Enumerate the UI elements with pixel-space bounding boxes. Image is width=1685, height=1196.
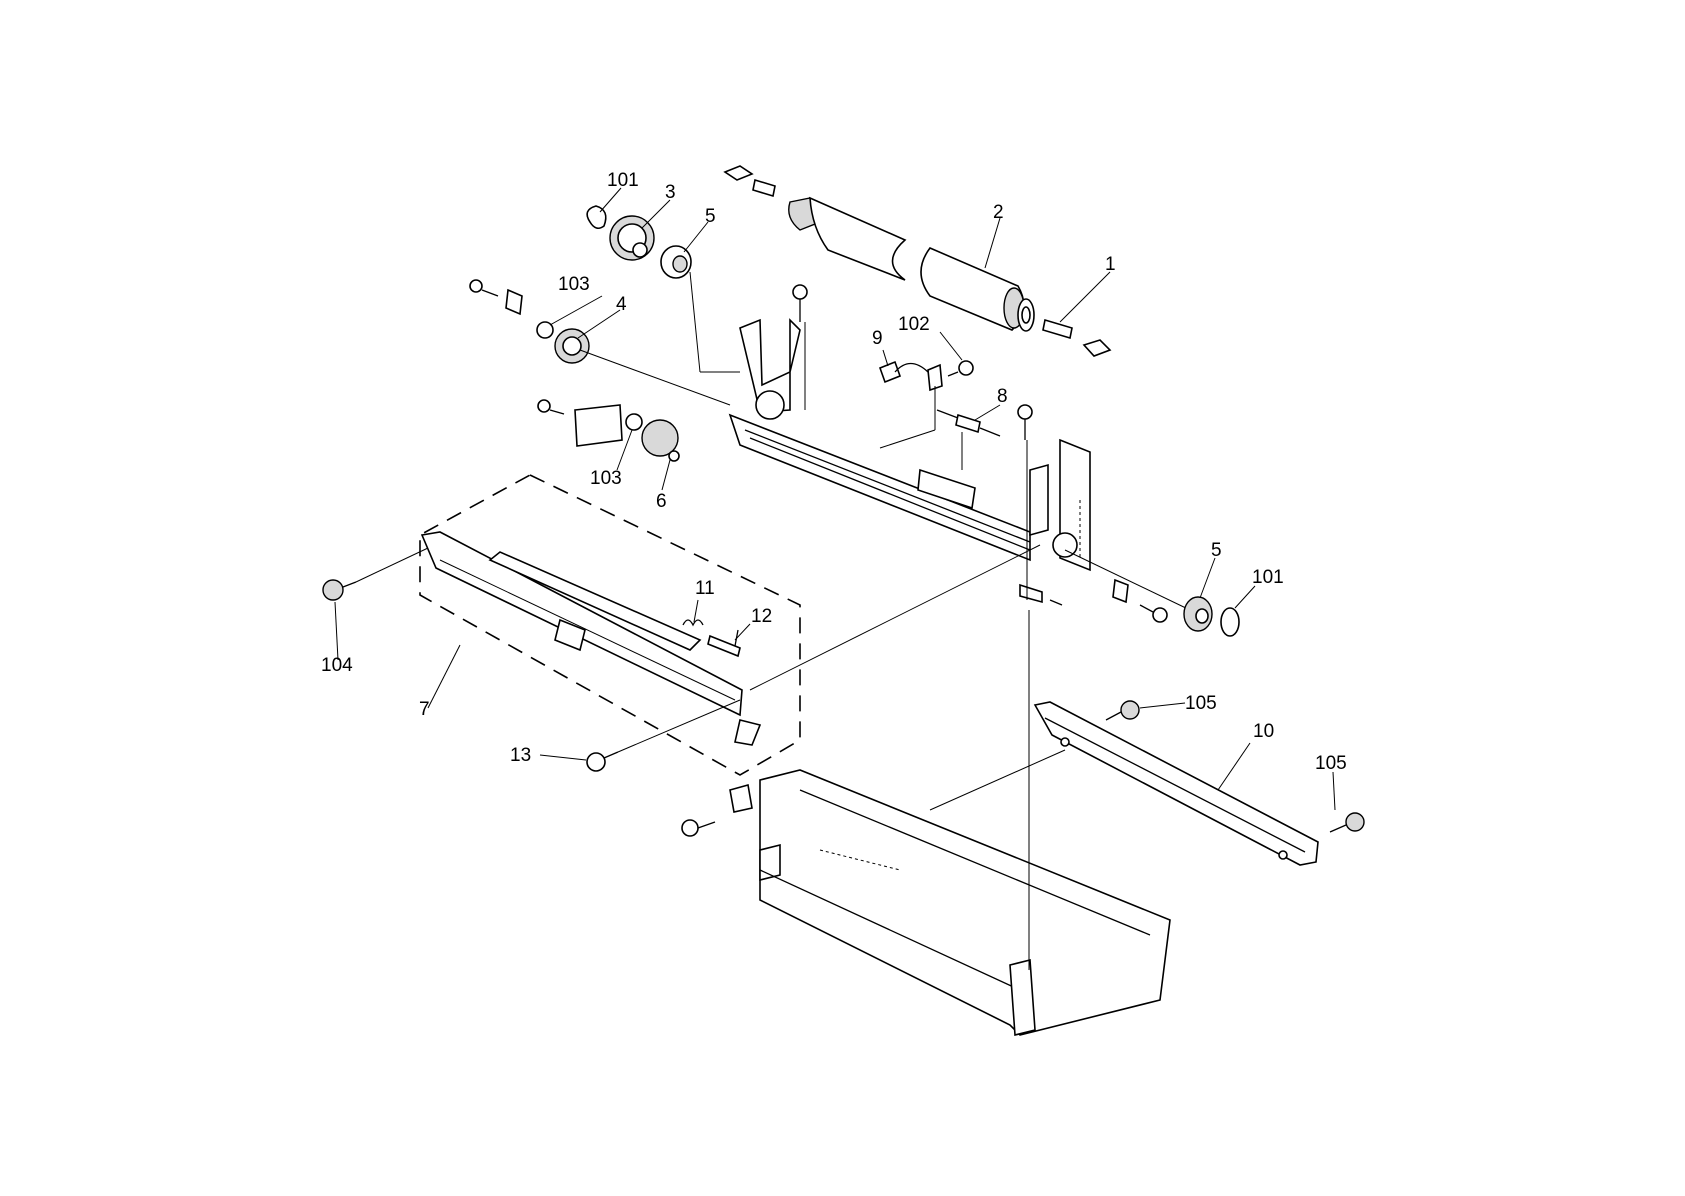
screw-part-105a bbox=[1106, 701, 1139, 720]
screw-left-upper bbox=[470, 280, 522, 314]
callout-2: 2 bbox=[993, 202, 1004, 223]
bushing-part-5b bbox=[1184, 597, 1212, 631]
callout-101a: 101 bbox=[607, 170, 639, 191]
main-frame bbox=[730, 320, 1090, 605]
callout-104: 104 bbox=[321, 655, 353, 676]
callout-105b: 105 bbox=[1315, 753, 1347, 774]
harness-part-9 bbox=[880, 362, 942, 448]
spring-part-11 bbox=[683, 620, 703, 625]
snap-ring-101b bbox=[1221, 608, 1239, 636]
callout-5a: 5 bbox=[705, 206, 716, 227]
callout-5b: 5 bbox=[1211, 540, 1222, 561]
rail-part-10 bbox=[1035, 702, 1318, 865]
screw-part-102 bbox=[948, 361, 973, 376]
bottom-frame bbox=[682, 770, 1170, 1035]
callout-8: 8 bbox=[997, 386, 1008, 407]
screw-part-104 bbox=[323, 548, 428, 600]
callout-103a: 103 bbox=[558, 274, 590, 295]
callout-11: 11 bbox=[695, 578, 715, 599]
bushing-part-5a bbox=[661, 246, 691, 278]
callout-9: 9 bbox=[872, 328, 883, 349]
screw-part-13 bbox=[587, 700, 740, 771]
callout-3: 3 bbox=[665, 182, 676, 203]
callout-7: 7 bbox=[419, 699, 430, 720]
callout-13: 13 bbox=[510, 745, 531, 766]
spring-part-8 bbox=[937, 410, 1000, 470]
callout-1: 1 bbox=[1105, 254, 1116, 275]
callout-102: 102 bbox=[898, 314, 930, 335]
callout-4: 4 bbox=[616, 294, 627, 315]
callout-105a: 105 bbox=[1185, 693, 1217, 714]
callout-6: 6 bbox=[656, 491, 667, 512]
lever-part-12 bbox=[708, 630, 740, 656]
callout-101b: 101 bbox=[1252, 567, 1284, 588]
callout-10: 10 bbox=[1253, 721, 1274, 742]
e-ring-103b bbox=[626, 414, 642, 430]
screw-part-105b bbox=[1330, 813, 1364, 832]
callout-103b: 103 bbox=[590, 468, 622, 489]
callout-leaders bbox=[335, 188, 1335, 810]
screw-left-lower bbox=[538, 400, 622, 446]
gear-part-6 bbox=[642, 420, 679, 461]
callout-12: 12 bbox=[751, 606, 772, 627]
